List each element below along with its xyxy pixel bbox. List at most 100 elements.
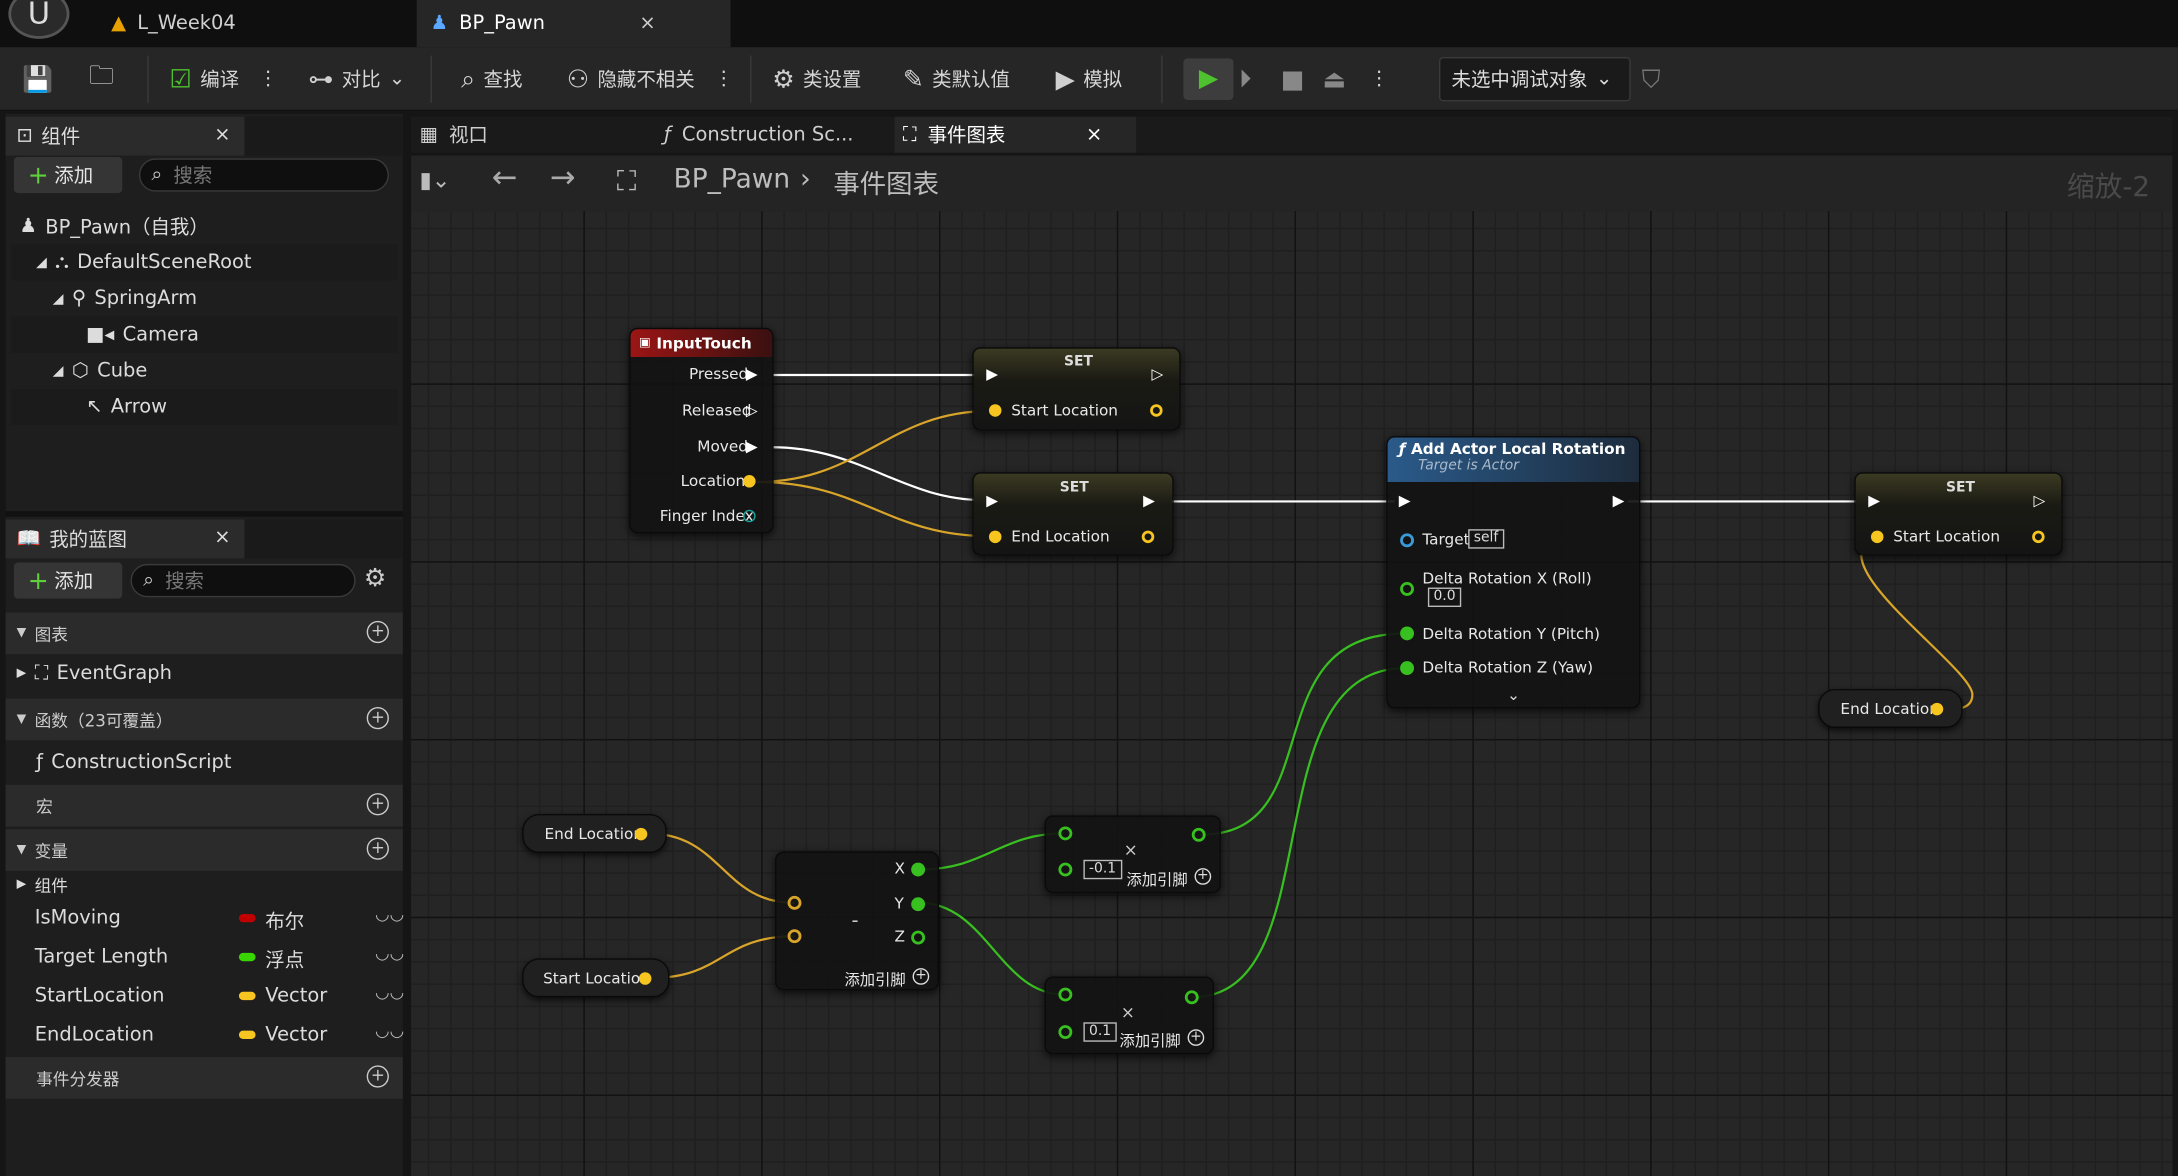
section-macros[interactable]: 宏 + (5, 784, 403, 827)
vector-out-pin[interactable] (1150, 404, 1163, 417)
close-icon[interactable]: × (214, 526, 231, 549)
section-graphs[interactable]: ▼ 图表 + (5, 612, 403, 655)
add-function-icon[interactable]: + (366, 707, 389, 730)
more-options-icon[interactable]: ⋮ (258, 68, 278, 91)
float-out-pin-x[interactable] (911, 862, 926, 877)
exec-in-pin[interactable]: ▶ (1398, 491, 1411, 510)
tree-item-arrow[interactable]: ↖ Arrow (11, 388, 398, 426)
float-out-pin-z[interactable] (911, 930, 926, 945)
vector-in-pin[interactable] (988, 404, 1002, 417)
browse-button[interactable]: 🗀 (89, 58, 114, 100)
tab-bp-pawn[interactable]: ♟ BP_Pawn × (416, 0, 731, 48)
add-pin-icon[interactable]: + (1187, 1029, 1205, 1046)
exec-pin-moved[interactable]: ▶ (745, 437, 758, 456)
subtract-node[interactable] (775, 851, 939, 991)
tab-event-graph[interactable]: ⛶ 事件图表 × (894, 116, 1137, 153)
float-in-pin-b[interactable] (1058, 1025, 1073, 1039)
components-panel-header[interactable]: ⊡ 组件 × (5, 116, 245, 156)
debug-filter-button[interactable]: ⛉ (1642, 58, 1661, 100)
float-out-pin[interactable] (1184, 990, 1199, 1005)
more-options-icon[interactable]: ⋮ (714, 68, 734, 91)
breadcrumb-root[interactable]: BP_Pawn (673, 163, 791, 195)
multiplier-value-input[interactable]: -0.1 (1083, 859, 1122, 880)
tree-item-cube[interactable]: ◢ ⬡ Cube (11, 353, 397, 389)
exec-in-pin[interactable]: ▶ (986, 491, 998, 510)
tab-close-button[interactable]: × (639, 12, 656, 35)
debug-object-select[interactable]: 未选中调试对象 ⌄ (1439, 56, 1631, 102)
add-component-button[interactable]: + 添加 (13, 156, 123, 194)
roll-value-input[interactable]: 0.0 (1427, 587, 1462, 607)
vector-in-pin-b[interactable] (787, 929, 802, 944)
add-dispatcher-icon[interactable]: + (366, 1065, 389, 1088)
int-pin-finger-index[interactable] (743, 509, 756, 523)
tree-item-bp-pawn[interactable]: ♟ BP_Pawn（自我） (11, 208, 397, 244)
float-out-pin-y[interactable] (911, 897, 926, 912)
float-in-pin-b[interactable] (1058, 862, 1073, 877)
multiplier-value-input[interactable]: 0.1 (1083, 1022, 1117, 1042)
add-pin-icon[interactable]: + (912, 968, 930, 985)
float-out-pin[interactable] (1191, 827, 1206, 842)
exec-out-pin[interactable]: ▶ (1612, 491, 1625, 510)
variable-row[interactable]: IsMoving 布尔 ◡◡ (6, 899, 405, 938)
tab-close-button[interactable]: × (1085, 123, 1103, 146)
compile-button[interactable]: ☑ 编译 ⋮ (169, 58, 278, 100)
object-pin-target[interactable] (1400, 533, 1415, 548)
bookmark-icon[interactable]: ▮⌄ (419, 166, 451, 194)
save-button[interactable]: 💾 (22, 58, 53, 100)
eye-closed-icon[interactable]: ◡◡ (375, 1020, 405, 1041)
stop-button[interactable]: ■ (1281, 58, 1305, 100)
eye-closed-icon[interactable]: ◡◡ (375, 943, 405, 963)
class-defaults-button[interactable]: ✎ 类默认值 (903, 58, 1010, 100)
vector-out-pin[interactable] (1930, 702, 1944, 716)
tree-item-spring-arm[interactable]: ◢ ⚲ SpringArm (11, 281, 397, 317)
close-icon[interactable]: × (214, 123, 231, 146)
section-event-dispatchers[interactable]: 事件分发器 + (5, 1057, 403, 1099)
step-button[interactable]: ⏵ (1239, 58, 1252, 100)
vector-out-pin[interactable] (634, 827, 648, 841)
expand-arrow-icon[interactable]: ◢ (52, 363, 64, 379)
play-options-button[interactable]: ⋮ (1370, 58, 1389, 100)
tab-level[interactable]: ▲ L_Week04 (97, 0, 249, 47)
exec-in-pin[interactable]: ▶ (986, 365, 998, 384)
gear-icon[interactable]: ⚙ (363, 563, 387, 594)
panel-splitter[interactable] (5, 511, 403, 517)
add-member-button[interactable]: + 添加 (13, 562, 123, 599)
eye-closed-icon[interactable]: ◡◡ (375, 982, 405, 1002)
exec-pin-pressed[interactable]: ▶ (745, 365, 758, 384)
exec-out-pin[interactable]: ▷ (2033, 491, 2046, 510)
exec-out-pin[interactable]: ▷ (1151, 365, 1164, 384)
float-pin-yaw[interactable] (1400, 661, 1415, 676)
variable-row[interactable]: Target Length 浮点 ◡◡ (6, 938, 405, 977)
set-start-location-node[interactable] (972, 347, 1181, 431)
expand-chevron-icon[interactable]: ⌄ (1507, 686, 1520, 705)
vector-out-pin[interactable] (2032, 530, 2045, 544)
vector-in-pin[interactable] (988, 530, 1002, 544)
float-in-pin-a[interactable] (1058, 826, 1073, 841)
exec-in-pin[interactable]: ▶ (1868, 491, 1880, 510)
add-pin-icon[interactable]: + (1194, 868, 1212, 885)
construction-script-item[interactable]: ƒ ConstructionScript (6, 743, 403, 782)
exec-out-pin[interactable]: ▶ (1143, 491, 1155, 510)
components-search-input[interactable]: ⌕ 搜索 (138, 158, 389, 192)
multiply-node[interactable] (1044, 815, 1221, 894)
set-start-location-node-2[interactable] (1854, 472, 2063, 556)
unreal-logo-icon[interactable]: U (8, 0, 70, 39)
simulate-button[interactable]: ▶ 模拟 (1056, 58, 1122, 100)
multiply-node[interactable] (1044, 976, 1214, 1055)
add-graph-icon[interactable]: + (366, 620, 389, 644)
variable-row[interactable]: EndLocation Vector ◡◡ (6, 1015, 405, 1054)
my-blueprint-search-input[interactable]: ⌕ 搜索 (130, 563, 356, 598)
diff-button[interactable]: ⊶ 对比 ⌄ (308, 58, 405, 100)
vector-in-pin-a[interactable] (787, 895, 802, 910)
expand-arrow-icon[interactable]: ◢ (52, 290, 64, 307)
find-button[interactable]: ⌕ 查找 (461, 58, 522, 100)
input-touch-node[interactable]: ▣ InputTouch (629, 327, 774, 534)
vector-out-pin[interactable] (1141, 530, 1155, 544)
exec-pin-released[interactable]: ▷ (745, 401, 758, 420)
eye-closed-icon[interactable]: ◡◡ (375, 904, 405, 924)
float-pin-roll[interactable] (1400, 581, 1415, 596)
eject-button[interactable]: ⏏ (1322, 58, 1346, 100)
vector-in-pin[interactable] (1870, 530, 1884, 544)
vector-out-pin[interactable] (638, 972, 652, 985)
